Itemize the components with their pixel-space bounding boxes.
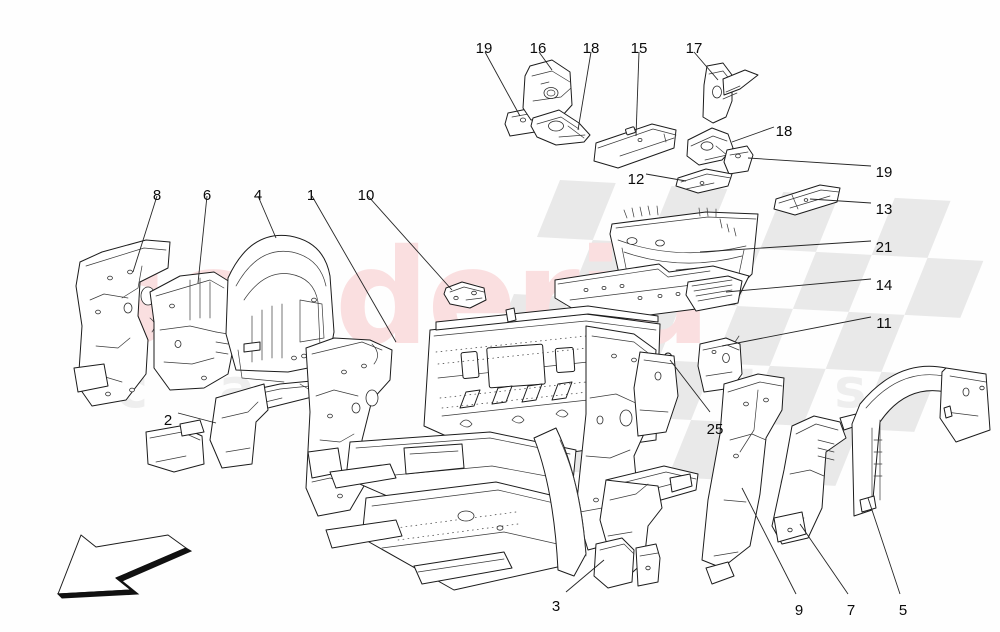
callout-4-4[interactable]: 4 — [253, 187, 263, 204]
callout-12-12[interactable]: 12 — [627, 171, 645, 188]
callout-3-3[interactable]: 3 — [551, 598, 561, 615]
callout-13-13[interactable]: 13 — [875, 201, 893, 218]
part-15-crossmember-bar — [593, 123, 677, 169]
part-4-wheelhouse-inner — [225, 234, 335, 383]
part-13-shelf-plate — [773, 184, 841, 216]
callout-6-6[interactable]: 6 — [202, 187, 212, 204]
callout-1-1[interactable]: 1 — [306, 187, 316, 204]
part-6-inner-side-reinforcement — [149, 271, 235, 391]
callout-25-25[interactable]: 25 — [706, 421, 724, 438]
leader-lines — [132, 51, 901, 595]
part-10-mounting-bracket — [443, 281, 487, 309]
callout-18-18t[interactable]: 18 — [582, 40, 600, 57]
callout-14-14[interactable]: 14 — [875, 277, 893, 294]
callout-19-19t[interactable]: 19 — [475, 40, 493, 57]
part-12-lower-bracket — [675, 168, 733, 194]
callout-7-7[interactable]: 7 — [846, 602, 856, 619]
part-8-quarter-inner-frame — [73, 239, 171, 407]
part-16-shock-tower-cap — [522, 59, 573, 121]
callout-5-5[interactable]: 5 — [898, 602, 908, 619]
part-14-ribbed-strip — [685, 275, 743, 312]
callout-18-18r[interactable]: 18 — [775, 123, 793, 140]
callout-11-11[interactable]: 11 — [876, 315, 892, 332]
callout-2-2[interactable]: 2 — [163, 412, 173, 429]
callout-19-19r[interactable]: 19 — [875, 164, 893, 181]
callout-10-10[interactable]: 10 — [357, 187, 375, 204]
callout-21-21[interactable]: 21 — [875, 239, 893, 256]
part-19-right-bracket — [723, 145, 754, 175]
callout-8-8[interactable]: 8 — [152, 187, 162, 204]
part-5-wheel-arch-outer — [851, 365, 991, 517]
part-9-c-pillar-inner — [701, 373, 785, 585]
part-17-damper-mount — [702, 62, 759, 124]
part-18-gusset-left — [530, 109, 591, 146]
vehicle-forward-arrow — [56, 534, 193, 599]
callout-16-16[interactable]: 16 — [529, 40, 547, 57]
callout-9-9[interactable]: 9 — [794, 602, 804, 619]
part-1-floor-pan-assembly — [305, 305, 679, 591]
part-2-side-member — [145, 379, 325, 473]
callout-15-15[interactable]: 15 — [630, 40, 648, 57]
callout-17-17[interactable]: 17 — [685, 40, 703, 57]
part-3-lower-crossmember — [593, 465, 699, 589]
